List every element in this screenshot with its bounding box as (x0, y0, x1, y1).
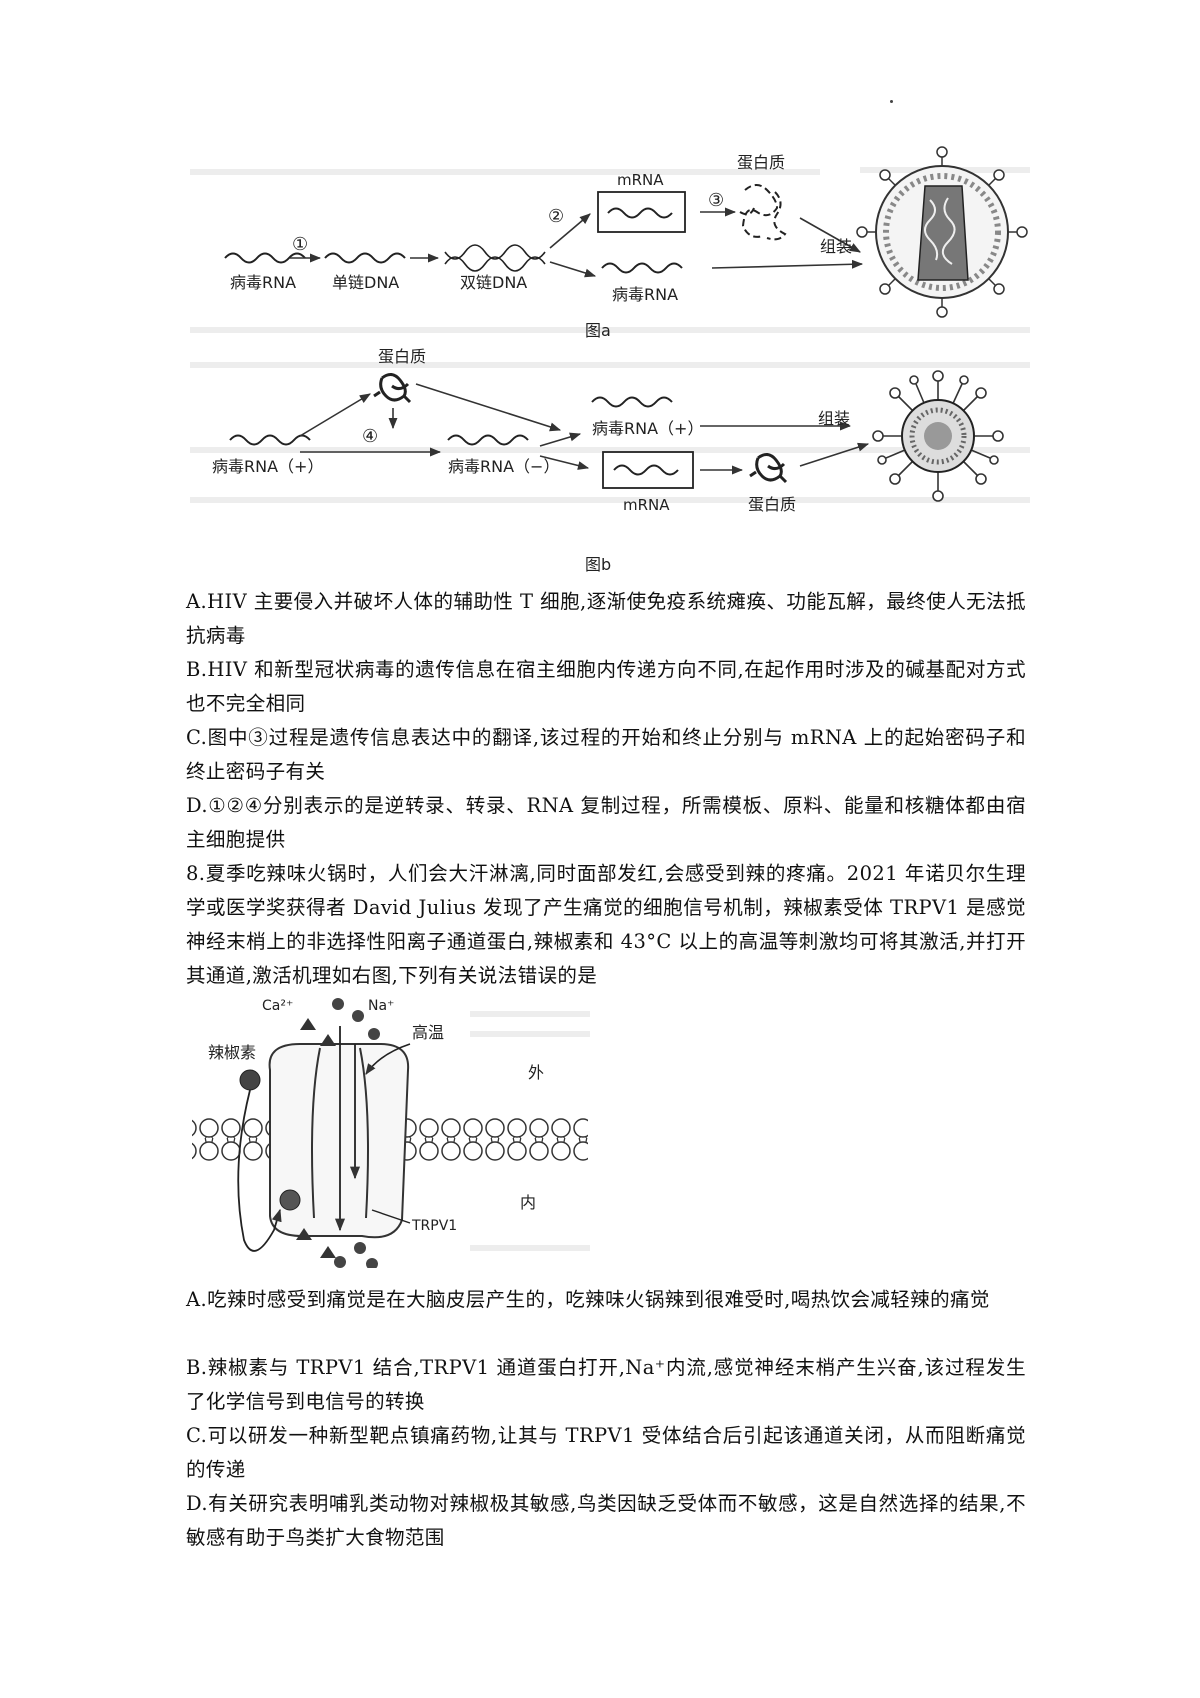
ion-na-2 (352, 1010, 364, 1022)
ion-na-4 (334, 1256, 346, 1268)
na-label: Na⁺ (368, 998, 394, 1014)
ion-ca-2 (320, 1034, 336, 1046)
assembly-label-b: 组装 (818, 409, 850, 428)
protein-bottom-knot (749, 453, 788, 484)
mrna-box (597, 191, 686, 233)
mrna-wave (607, 207, 673, 219)
arrow-rna-to-protein (299, 393, 371, 437)
trpv1-pointer (371, 1209, 411, 1224)
bleed-through-c (470, 1011, 590, 1251)
q7-option-b: B.HIV 和新型冠状病毒的遗传信息在宿主细胞内传递方向不同,在起作用时涉及的碱… (186, 658, 1026, 715)
ion-na-1 (332, 998, 344, 1010)
arrow-to-mrna (549, 213, 591, 249)
capsaicin-molecule (239, 1069, 261, 1091)
ds-dna-label: 双链DNA (460, 273, 527, 292)
protein-scribble (739, 184, 787, 241)
trpv1-label: TRPV1 (411, 1218, 457, 1234)
virus-rna-minus-label: 病毒RNA（−） (448, 457, 559, 476)
arrow-to-virus-rna (549, 261, 597, 278)
mrna-box-b (602, 451, 694, 489)
protein-label: 蛋白质 (737, 153, 785, 172)
step-4-marker: ④ (362, 426, 378, 447)
arrow-protein-to-plus (415, 383, 562, 432)
step-2-marker: ② (548, 206, 564, 227)
q8-option-c: C.可以研发一种新型靶点镇痛药物,让其与 TRPV1 受体结合后引起该通道关闭，… (186, 1424, 1026, 1481)
ca-label: Ca²⁺ (262, 998, 293, 1014)
assembly-label: 组装 (820, 237, 852, 256)
q8-option-d: D.有关研究表明哺乳类动物对辣椒极其敏感,鸟类因缺乏受体而不敏感，这是自然选择的… (186, 1492, 1026, 1549)
q8-stem: 8.夏季吃辣味火锅时，人们会大汗淋漓,同时面部发红,会感受到辣的疼痛。2021 … (186, 862, 1026, 987)
virus-rna-plus-wave (229, 434, 311, 446)
figure-a-caption: 图a (585, 321, 611, 340)
ss-dna-label: 单链DNA (332, 273, 399, 292)
binding-site (279, 1189, 301, 1211)
q7-option-a: A.HIV 主要侵入并破坏人体的辅助性 T 细胞,逐渐使免疫系统瘫痪、功能瓦解，… (186, 590, 1026, 647)
protein-top-knot (373, 373, 412, 404)
hiv-virion (856, 146, 1028, 318)
protein-bottom-label: 蛋白质 (748, 495, 796, 514)
heat-pointer (365, 1043, 411, 1075)
virus-rna-plus-2-label: 病毒RNA（+） (592, 419, 703, 438)
bleed-through (190, 167, 1030, 503)
ion-na-5 (354, 1242, 366, 1254)
virus-rna-plus-label: 病毒RNA（+） (212, 457, 323, 476)
arrow-minus-to-mrna (539, 455, 590, 470)
figure-ab: 病毒RNA ① 单链DNA 双链DNA ② mRNA 病毒RNA ③ 蛋白质 组… (190, 146, 1030, 574)
virus-rna-2-label: 病毒RNA (612, 285, 678, 304)
mrna-label-b: mRNA (623, 496, 670, 514)
capsaicin-path (237, 1089, 282, 1252)
ion-na-6 (366, 1258, 378, 1268)
ion-ca-3 (296, 1228, 312, 1240)
step-1-marker: ① (292, 234, 308, 255)
q7-option-c: C.图中③过程是遗传信息表达中的翻译,该过程的开始和终止分别与 mRNA 上的起… (186, 726, 1026, 783)
ss-dna-wave (324, 252, 406, 264)
q7-option-d: D.①②④分别表示的是逆转录、转录、RNA 复制过程，所需模板、原料、能量和核糖… (186, 794, 1026, 851)
mrna-wave-b (613, 464, 679, 476)
ion-na-3 (368, 1028, 380, 1040)
virus-rna-wave (224, 252, 306, 264)
ion-ca-1 (300, 1018, 316, 1030)
figure-b: 蛋白质 病毒RNA（+） ④ 病毒RNA（−） 病毒RNA（+） mRNA (212, 347, 1004, 574)
arrow-minus-to-plus (539, 432, 582, 447)
figure-b-caption: 图b (585, 555, 611, 574)
mrna-label: mRNA (617, 171, 664, 189)
arrow-protein-virion (799, 217, 861, 253)
trpv1-channel (268, 1043, 410, 1239)
stray-dot (890, 100, 893, 103)
virus-rna-2-wave (601, 262, 683, 274)
q8-option-b: B.辣椒素与 TRPV1 结合,TRPV1 通道蛋白打开,Na⁺内流,感觉神经末… (186, 1356, 1026, 1413)
coronavirus (872, 370, 1004, 502)
virus-rna-plus-2-wave (591, 396, 673, 408)
protein-top-label: 蛋白质 (378, 347, 426, 366)
inside-label: 内 (520, 1193, 536, 1212)
figure-trpv1: 辣椒素 Ca²⁺ Na⁺ 高温 外 内 TRPV1 (192, 998, 590, 1268)
arrow-protein-to-virion-b (799, 442, 870, 467)
virus-rna-minus-wave (447, 434, 529, 446)
heat-label: 高温 (412, 1023, 444, 1042)
figure-a: 病毒RNA ① 单链DNA 双链DNA ② mRNA 病毒RNA ③ 蛋白质 组… (224, 146, 1028, 340)
virus-rna-label: 病毒RNA (230, 273, 296, 292)
q8-option-a: A.吃辣时感受到痛觉是在大脑皮层产生的，吃辣味火锅辣到很难受时,喝热饮会减轻辣的… (186, 1288, 990, 1311)
ion-ca-4 (320, 1246, 336, 1258)
arrow-rna-virion (711, 259, 864, 269)
capsaicin-label: 辣椒素 (208, 1043, 256, 1062)
outside-label: 外 (528, 1063, 544, 1082)
ds-dna-helix (444, 244, 546, 272)
step-3-marker: ③ (708, 190, 724, 211)
